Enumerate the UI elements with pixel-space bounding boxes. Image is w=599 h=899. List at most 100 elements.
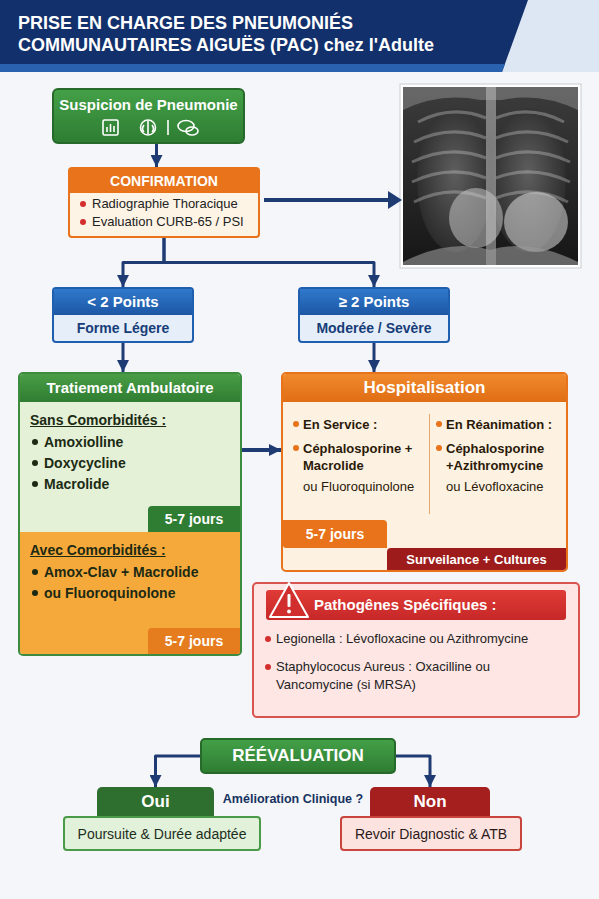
arrow-shaft bbox=[264, 198, 390, 202]
header-banner bbox=[0, 0, 599, 72]
node-heading: Suspicion de Pneumonie bbox=[54, 96, 243, 114]
bullet-item: Doxycycline bbox=[30, 453, 230, 474]
treatment-panel: Tratiement AmbulatoireSans Comorbidités … bbox=[18, 372, 242, 656]
section-heading: Avec Comorbidités : bbox=[30, 540, 230, 560]
start-box: Suspicion de Pneumonie bbox=[52, 88, 245, 144]
flow-arrow bbox=[396, 756, 430, 787]
severity-box: ≥ 2 PointsModerée / Sevère bbox=[298, 287, 450, 343]
flow-arrow bbox=[155, 144, 158, 167]
treatment-section: Sans Comorbidités :AmoxiollineDoxycyclin… bbox=[20, 402, 240, 532]
node-heading: ≥ 2 Points bbox=[300, 289, 448, 315]
treatment-panel: Hospitalisation En Service : Céphalosporin… bbox=[281, 372, 568, 572]
node-text: Revoir Diagnostic & ATB bbox=[355, 826, 507, 842]
xray-frame bbox=[400, 84, 581, 268]
icon-separator bbox=[167, 120, 169, 135]
tag-text: 5-7 jours bbox=[165, 633, 223, 649]
consolidation bbox=[504, 192, 568, 252]
outcome-box: Revoir Diagnostic & ATB bbox=[340, 816, 522, 851]
chest-xray bbox=[400, 84, 581, 268]
flow-arrow bbox=[122, 343, 125, 372]
ribs bbox=[412, 112, 570, 202]
flow-arrow bbox=[156, 756, 201, 787]
speech-icon bbox=[186, 127, 198, 135]
xray-film bbox=[403, 87, 578, 265]
rib bbox=[496, 152, 570, 162]
node-text: ou Lévofloxacine bbox=[446, 478, 564, 495]
bullet-item: Amoxiolline bbox=[30, 432, 230, 453]
bullet-item: ou Fluoroquinolone bbox=[30, 583, 230, 604]
node-heading: CONFIRMATION bbox=[70, 169, 258, 193]
node-subtitle: Moderée / Sevère bbox=[300, 315, 448, 341]
column-heading: En Réanimation : bbox=[435, 416, 565, 433]
rib bbox=[496, 132, 568, 142]
rib bbox=[412, 172, 486, 182]
lung-icon-detail bbox=[143, 121, 154, 134]
node-heading: < 2 Points bbox=[54, 289, 192, 315]
severity-box: < 2 PointsForme Légere bbox=[52, 287, 194, 343]
bullet-item: Staphylococus Aureus : Oxacilline ou Van… bbox=[264, 658, 568, 694]
bullet-item: Amox-Clav + Macrolide bbox=[30, 562, 230, 583]
decision-yes: Oui bbox=[97, 787, 214, 816]
warning-mark bbox=[288, 594, 291, 607]
diagram-title: PRISE EN CHARGE DES PNEUMONIÉS COMMUNAUT… bbox=[18, 12, 498, 56]
monitoring-band: Surveilance + Cultures bbox=[387, 548, 566, 570]
suspicion-icons bbox=[103, 120, 198, 135]
column-heading: En Service : bbox=[292, 416, 425, 433]
warning-triangle bbox=[270, 583, 308, 617]
rib bbox=[414, 132, 486, 142]
duration-tag: 5-7 jours bbox=[148, 506, 240, 532]
node-heading: Hospitalisation bbox=[283, 374, 566, 402]
outcome-box: Poursuite & Durée adaptée bbox=[63, 816, 261, 851]
bullet-item: Evaluation CURB-65 / PSI bbox=[78, 213, 258, 231]
chart-bar bbox=[113, 126, 115, 132]
confirmation-box: CONFIRMATION Radiographie ThoraciqueEvalu… bbox=[68, 167, 260, 238]
speech-icon bbox=[178, 121, 194, 132]
flow-arrow bbox=[164, 238, 374, 287]
node-heading: RÉÉVALUATION bbox=[232, 746, 364, 766]
flow-arrow bbox=[123, 238, 164, 287]
xray-arrow bbox=[264, 191, 402, 209]
rib bbox=[496, 112, 564, 122]
section-heading: Sans Comorbidités : bbox=[30, 410, 230, 430]
node-subtitle: Forme Légere bbox=[54, 315, 192, 341]
node-heading: Oui bbox=[141, 792, 169, 812]
annotation-label: Amélioration Clinique ? bbox=[218, 790, 368, 808]
chart-icon bbox=[103, 120, 118, 135]
tag-text: 5-7 jours bbox=[306, 526, 364, 542]
bullet-item: Céphalosporine + Macrolide bbox=[292, 440, 417, 474]
tag-text: Surveilance + Cultures bbox=[406, 552, 547, 567]
rib bbox=[418, 112, 486, 122]
node-heading: Non bbox=[413, 792, 446, 812]
warning-icon bbox=[270, 583, 308, 617]
bullet-item: Legionella : Lévofloxacine ou Azithromyc… bbox=[264, 630, 568, 648]
chart-bar bbox=[110, 124, 112, 132]
rib bbox=[412, 152, 486, 162]
treatment-section: Avec Comorbidités :Amox-Clav + Macrolide… bbox=[20, 532, 240, 654]
chart-bar bbox=[106, 127, 108, 132]
duration-tag: 5-7 jours bbox=[148, 628, 240, 654]
rib bbox=[414, 192, 486, 202]
bullet-item: Radiographie Thoracique bbox=[78, 195, 258, 213]
xray-anatomy bbox=[403, 87, 578, 265]
rib bbox=[496, 172, 570, 182]
header-ground bbox=[0, 0, 599, 72]
node-heading: Pathogênes Spécifiques : bbox=[266, 590, 566, 620]
node-text: Poursuite & Durée adaptée bbox=[78, 826, 247, 842]
rib bbox=[496, 192, 568, 202]
node-text: ou Fluoroquinolone bbox=[303, 478, 427, 495]
pathogen-panel: Pathogênes Spécifiques : Legionella : Lév… bbox=[252, 582, 580, 718]
warning-dot bbox=[287, 610, 291, 614]
heart-shadow bbox=[449, 188, 503, 248]
header-band bbox=[0, 0, 528, 72]
flow-arrow bbox=[373, 343, 376, 372]
flow-arrow bbox=[242, 448, 281, 452]
bullet-item: Macrolide bbox=[30, 474, 230, 495]
duration-tag: 5-7 jours bbox=[283, 520, 387, 548]
header-stripe bbox=[0, 64, 505, 72]
arrow-head bbox=[388, 191, 402, 209]
lung-icon bbox=[141, 120, 156, 135]
bullet-item: Céphalosporine +Azithromycine bbox=[435, 440, 564, 474]
node-heading: Tratiement Ambulatoire bbox=[20, 374, 240, 402]
diaphragm bbox=[403, 246, 578, 265]
